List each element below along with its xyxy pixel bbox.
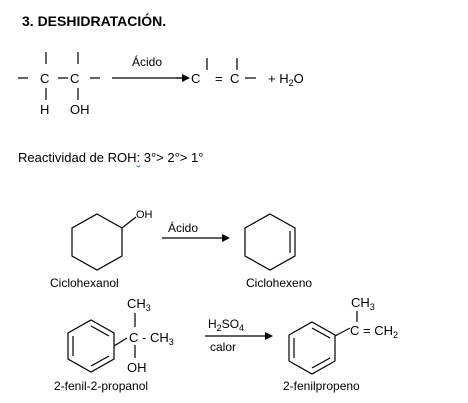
cyclohexene-ring (244, 213, 296, 271)
benzene-product-inner-2 (311, 327, 331, 339)
hydrogen-label: H (40, 102, 50, 117)
benzene-reactant-inner-2 (90, 325, 110, 337)
arrow-general-head (182, 74, 190, 82)
bond-product-ring-c (334, 327, 351, 337)
alkene-double-bond: = (215, 71, 223, 86)
cyclohexene-label: Ciclohexeno (246, 276, 313, 290)
cyclohexanol-label: Ciclohexanol (50, 276, 119, 290)
bond-oh (121, 216, 137, 229)
arrow-2-head (222, 234, 230, 242)
reactant-ch3-top: CH3 (127, 296, 151, 313)
reactant-label-2fenil2propanol: 2-fenil-2-propanol (54, 379, 149, 393)
reactivity-order: Reactividad de ROH: ​3°> 2°> 1° (18, 150, 204, 165)
arrow-3-head (265, 332, 273, 340)
section-heading: 3. DESHIDRATACIÓN. (22, 13, 167, 29)
reagent-sulfuric-acid: H2SO4 (208, 317, 245, 333)
benzene-ring-reactant (67, 319, 115, 373)
cyclohexanol-ring (71, 213, 123, 271)
product-ch3-top: CH3 (351, 295, 375, 312)
product-c-ch2: C = CH2 (350, 323, 398, 340)
carbon-1: C (40, 71, 50, 86)
carbon-2: C (70, 71, 80, 86)
arrow-2-label: Ácido (168, 221, 199, 235)
reactant-c-ch3: C - CH3 (129, 330, 174, 347)
product-label-2fenilpropeno: 2-fenilpropeno (283, 379, 360, 393)
reagent-heat: calor (210, 340, 237, 354)
arrow-label-acid: Ácido (132, 55, 163, 69)
water-product: + H2O (268, 71, 304, 88)
cyclohexanol-oh: OH (136, 209, 153, 221)
benzene-ring-product (288, 321, 336, 375)
hydroxyl-label: OH (70, 102, 90, 117)
benzene-reactant-inner-3 (90, 355, 110, 367)
alkene-carbon-1: C (191, 71, 201, 86)
benzene-product-inner-3 (311, 357, 331, 369)
bond-ring-c (113, 337, 128, 347)
reactant-oh: OH (127, 360, 147, 375)
alkene-carbon-2: C (230, 71, 240, 86)
